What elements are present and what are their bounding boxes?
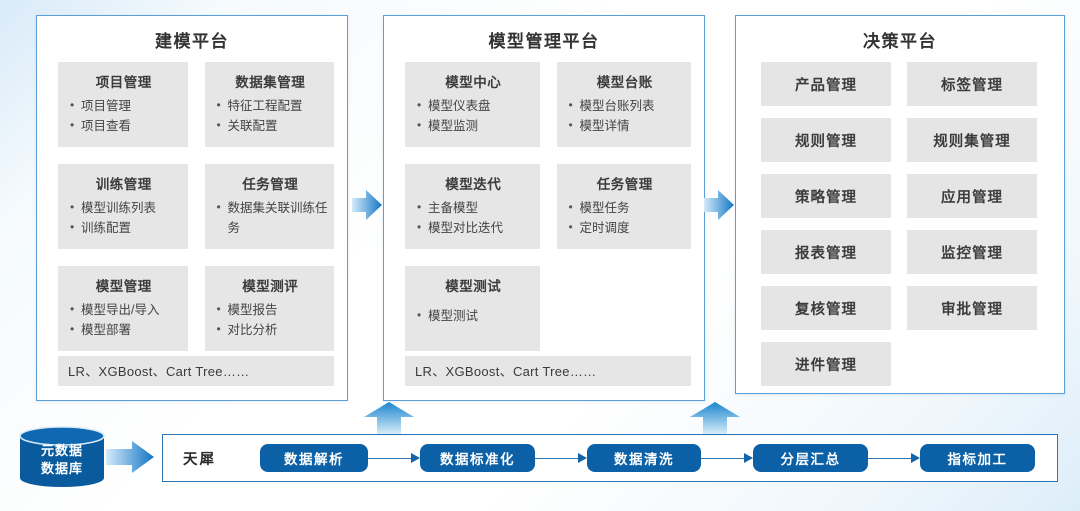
card-item-list: 项目管理项目查看 [66,96,182,137]
card-item: 模型对比迭代 [413,218,534,238]
pipeline-stages: 数据解析 数据标准化 数据清洗 分层汇总 指标加工 [260,444,1035,472]
feature-card: 项目管理项目管理项目查看 [58,62,188,147]
card-title: 项目管理 [95,75,152,90]
decision-module-button: 进件管理 [761,342,891,386]
card-grid: 模型中心模型仪表盘模型监测模型台账模型台账列表模型详情模型迭代主备模型模型对比迭… [384,62,704,351]
arrow-up-icon [690,402,740,435]
algorithm-bar: LR、XGBoost、Cart Tree…… [405,356,691,386]
card-item: 模型台账列表 [565,96,686,116]
database-label: 元数据 数据库 [40,443,83,476]
card-item: 模型监测 [413,116,534,136]
button-grid: 产品管理标签管理规则管理规则集管理策略管理应用管理报表管理监控管理复核管理审批管… [736,62,1064,386]
decision-module-button: 策略管理 [761,174,891,218]
card-item-list: 主备模型模型对比迭代 [413,198,534,239]
card-item: 数据集关联训练任务 [213,198,329,239]
decision-module-button: 监控管理 [907,230,1037,274]
card-item: 项目查看 [66,116,182,136]
algorithm-bar: LR、XGBoost、Cart Tree…… [58,356,334,386]
card-item: 关联配置 [213,116,329,136]
pipeline-connector-arrow-icon [701,452,753,463]
panel-title: 模型管理平台 [488,32,600,51]
card-item-list: 模型任务定时调度 [565,198,686,239]
decision-module-button: 复核管理 [761,286,891,330]
feature-card: 模型中心模型仪表盘模型监测 [405,62,540,147]
card-item-list: 模型训练列表训练配置 [66,198,182,239]
card-item-list: 模型测试 [413,306,534,326]
card-item: 项目管理 [66,96,182,116]
feature-card: 数据集管理特征工程配置关联配置 [204,62,334,147]
card-item: 模型测试 [413,306,534,326]
pipeline-connector-arrow-icon [368,452,420,463]
card-item: 模型部署 [66,320,182,340]
card-item-list: 模型导出/导入模型部署 [66,300,182,341]
card-item: 模型导出/导入 [66,300,182,320]
decision-module-button: 规则管理 [761,118,891,162]
engine-label: 天犀 [183,451,216,468]
card-title: 模型测试 [445,279,502,294]
pipeline-connector-arrow-icon [535,452,587,463]
feature-card: 任务管理数据集关联训练任务 [204,164,334,249]
card-item-list: 模型报告对比分析 [213,300,329,341]
feature-card: 模型台账模型台账列表模型详情 [556,62,691,147]
feature-card: 训练管理模型训练列表训练配置 [58,164,188,249]
pipeline-stage-pill: 数据清洗 [587,444,701,472]
arrow-feed-icon [106,441,154,473]
card-item-list: 数据集关联训练任务 [213,198,329,239]
feature-card: 模型测试模型测试 [405,266,540,351]
arrow-right-icon [704,190,734,220]
decision-module-button: 产品管理 [761,62,891,106]
card-title: 模型迭代 [445,177,502,192]
arrow-right-icon [352,190,382,220]
feature-card: 模型管理模型导出/导入模型部署 [58,266,188,351]
card-item: 模型仪表盘 [413,96,534,116]
card-title: 模型中心 [445,75,502,90]
panel-title: 建模平台 [155,32,229,51]
card-title: 模型台账 [596,75,653,90]
pipeline-stage-pill: 指标加工 [920,444,1035,472]
card-item: 模型任务 [565,198,686,218]
card-item: 模型训练列表 [66,198,182,218]
card-item: 特征工程配置 [213,96,329,116]
pipeline-stage-pill: 数据解析 [260,444,368,472]
card-item: 对比分析 [213,320,329,340]
data-pipeline-band: 天犀 数据解析 数据标准化 数据清洗 分层汇总 指标加工 [162,434,1058,482]
feature-card: 模型测评模型报告对比分析 [204,266,334,351]
card-item: 训练配置 [66,218,182,238]
metadata-database: 元数据 数据库 [18,426,106,490]
card-item-list: 模型仪表盘模型监测 [413,96,534,137]
panel-decision-platform: 决策平台 产品管理标签管理规则管理规则集管理策略管理应用管理报表管理监控管理复核… [735,15,1065,394]
card-title: 任务管理 [242,177,299,192]
decision-module-button: 审批管理 [907,286,1037,330]
card-item-list: 模型台账列表模型详情 [565,96,686,137]
panel-modeling-platform: 建模平台 项目管理项目管理项目查看数据集管理特征工程配置关联配置训练管理模型训练… [36,15,348,401]
card-item: 模型报告 [213,300,329,320]
database-cylinder-icon [19,426,105,487]
feature-card: 模型迭代主备模型模型对比迭代 [405,164,540,249]
decision-module-button: 标签管理 [907,62,1037,106]
feature-card: 任务管理模型任务定时调度 [556,164,691,249]
decision-module-button: 规则集管理 [907,118,1037,162]
card-grid: 项目管理项目管理项目查看数据集管理特征工程配置关联配置训练管理模型训练列表训练配… [37,62,347,351]
decision-module-button: 报表管理 [761,230,891,274]
card-title: 训练管理 [95,177,152,192]
card-item: 主备模型 [413,198,534,218]
decision-module-button: 应用管理 [907,174,1037,218]
card-item-list: 特征工程配置关联配置 [213,96,329,137]
card-item: 模型详情 [565,116,686,136]
card-title: 任务管理 [596,177,653,192]
card-title: 数据集管理 [235,75,306,90]
arrow-up-icon [364,402,414,435]
card-title: 模型管理 [95,279,152,294]
card-item: 定时调度 [565,218,686,238]
pipeline-stage-pill: 数据标准化 [420,444,535,472]
panel-model-management-platform: 模型管理平台 模型中心模型仪表盘模型监测模型台账模型台账列表模型详情模型迭代主备… [383,15,705,401]
card-title: 模型测评 [242,279,299,294]
panel-title: 决策平台 [863,32,937,51]
pipeline-connector-arrow-icon [868,452,920,463]
pipeline-stage-pill: 分层汇总 [753,444,868,472]
